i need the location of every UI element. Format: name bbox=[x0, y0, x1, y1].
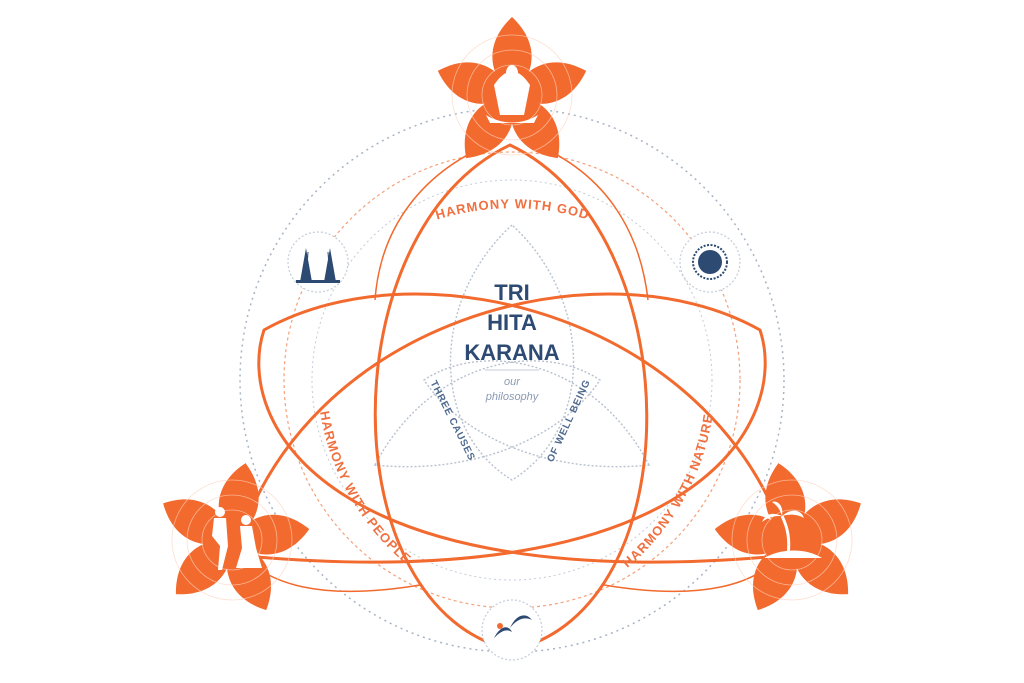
title-line-1: TRI bbox=[494, 280, 529, 305]
three-causes-label: THREE CAUSES bbox=[428, 379, 477, 463]
top-flower bbox=[431, 17, 593, 170]
right-flower bbox=[712, 459, 871, 619]
left-flower bbox=[153, 459, 312, 619]
palm-island-icon bbox=[762, 501, 822, 558]
well-being-label: OF WELL BEING bbox=[545, 378, 593, 464]
middle-orange-circle bbox=[283, 151, 741, 609]
subtitle-line-2: philosophy bbox=[485, 391, 540, 403]
dancers-icon bbox=[212, 507, 262, 570]
title-line-3: KARANA bbox=[464, 340, 559, 365]
temple-gate-icon bbox=[287, 231, 349, 293]
praying-figure-icon bbox=[486, 65, 538, 123]
subtitle-line-1: our bbox=[504, 376, 521, 388]
sun-icon bbox=[679, 231, 741, 293]
inner-grey-circle bbox=[311, 179, 713, 581]
title-line-2: HITA bbox=[487, 310, 537, 335]
inner-triquetra bbox=[373, 224, 651, 481]
birds-icon bbox=[481, 599, 543, 661]
harmony-god-label: HARMONY WITH GOD bbox=[434, 196, 592, 222]
